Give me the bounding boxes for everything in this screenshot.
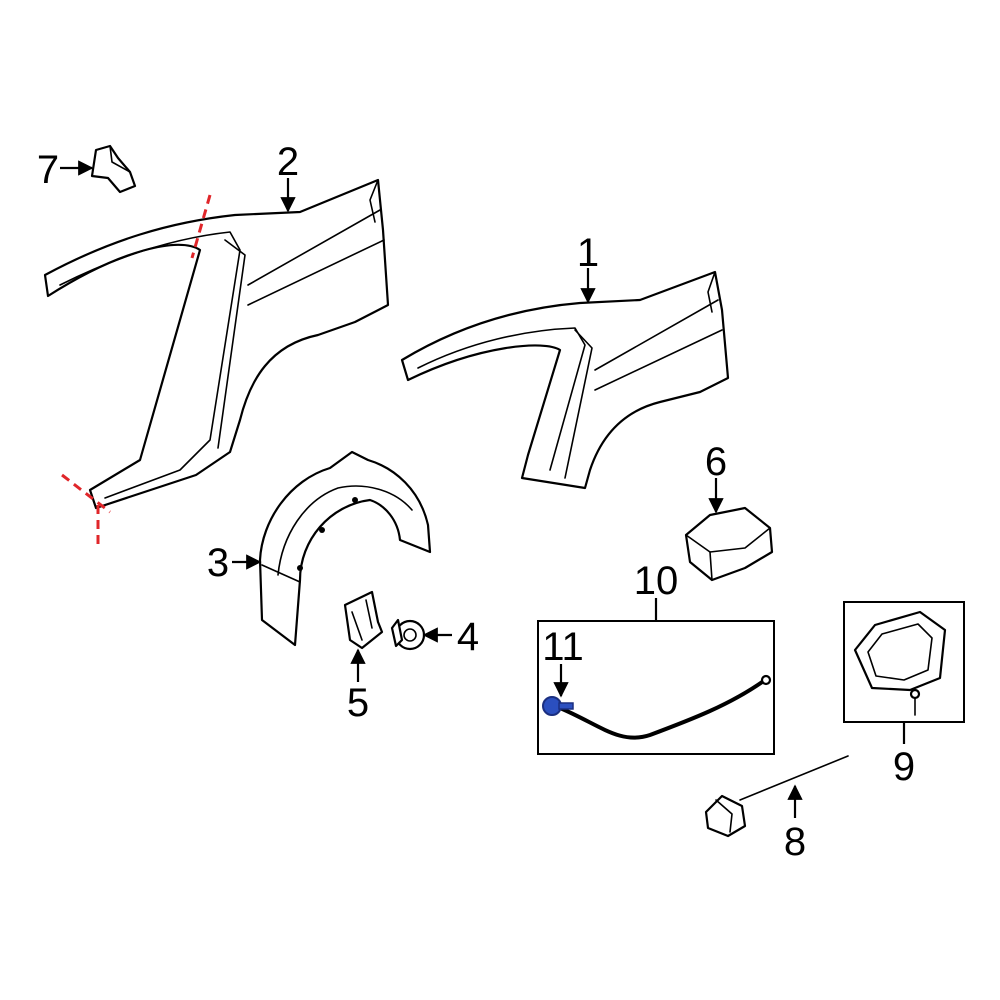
part-2-quarter-panel-full (43, 178, 390, 510)
part-1-quarter-panel-outer (400, 270, 730, 490)
callout-2: 2 (277, 140, 299, 184)
callout-10: 10 (634, 559, 679, 603)
leader-arrows (60, 160, 906, 818)
part-3-wheelhouse-liner (258, 450, 432, 647)
callout-11: 11 (542, 625, 584, 669)
cut-line-lower (61, 473, 111, 548)
callout-4: 4 (457, 615, 479, 659)
callout-9: 9 (893, 745, 915, 789)
callout-6: 6 (705, 440, 727, 484)
part-9-filler-housing (853, 610, 947, 716)
part-6-fuel-door (684, 506, 774, 582)
part-11-grommet (542, 696, 574, 716)
part-4-push-clip (390, 618, 426, 651)
callout-5: 5 (347, 681, 369, 725)
cut-line-upper (190, 194, 212, 259)
part-5-bracket (343, 590, 384, 650)
callout-1: 1 (577, 231, 599, 275)
callout-3: 3 (207, 541, 229, 585)
part-8-release-actuator (704, 755, 849, 838)
part-7-clip (90, 144, 137, 194)
part-10-release-cable (559, 674, 772, 740)
callout-8: 8 (784, 820, 806, 864)
callout-7: 7 (37, 148, 59, 192)
